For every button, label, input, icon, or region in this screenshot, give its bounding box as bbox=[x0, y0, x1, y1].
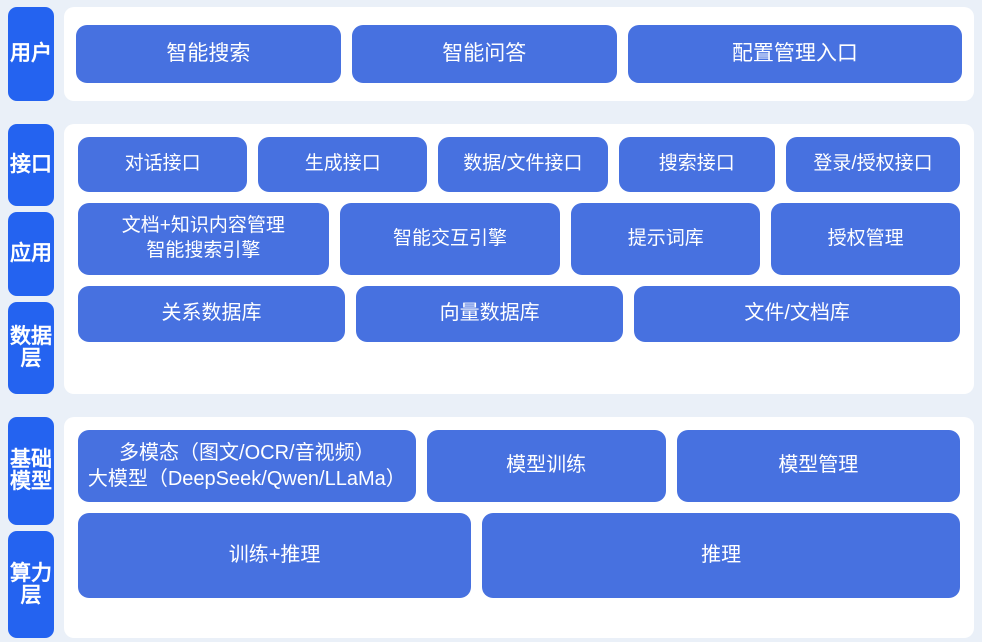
rail-label-interface: 接口 bbox=[8, 124, 54, 206]
card-prompt-library[interactable]: 提示词库 bbox=[571, 203, 761, 275]
card-dialog-api[interactable]: 对话接口 bbox=[78, 137, 248, 192]
panel-middle: 对话接口 生成接口 数据/文件接口 搜索接口 登录/授权接口 文档+知识内容管理… bbox=[64, 124, 974, 394]
card-document-knowledge-management[interactable]: 文档+知识内容管理 智能搜索引擎 bbox=[78, 203, 329, 275]
panel-user: 智能搜索 智能问答 配置管理入口 bbox=[64, 7, 974, 101]
section-base: 基础模型 算力层 多模态（图文/OCR/音视频） 大模型（DeepSeek/Qw… bbox=[8, 417, 974, 638]
card-inference[interactable]: 推理 bbox=[482, 513, 960, 598]
rail-user: 用户 bbox=[8, 7, 54, 101]
row-data-layer: 关系数据库 向量数据库 文件/文档库 bbox=[78, 286, 960, 342]
panel-base: 多模态（图文/OCR/音视频） 大模型（DeepSeek/Qwen/LLaMa）… bbox=[64, 417, 974, 638]
rail-label-compute-layer: 算力层 bbox=[8, 531, 54, 638]
row-compute: 训练+推理 推理 bbox=[78, 513, 960, 598]
card-authorization-management[interactable]: 授权管理 bbox=[771, 203, 961, 275]
card-file-document-store[interactable]: 文件/文档库 bbox=[634, 286, 960, 342]
card-config-management-entry[interactable]: 配置管理入口 bbox=[627, 25, 962, 83]
rail-label-data-layer: 数据层 bbox=[8, 302, 54, 394]
rail-base: 基础模型 算力层 bbox=[8, 417, 54, 638]
rail-label-user: 用户 bbox=[8, 7, 54, 101]
card-smart-interaction-engine[interactable]: 智能交互引擎 bbox=[339, 203, 561, 275]
row-base-model: 多模态（图文/OCR/音视频） 大模型（DeepSeek/Qwen/LLaMa）… bbox=[78, 430, 960, 502]
card-login-auth-api[interactable]: 登录/授权接口 bbox=[786, 137, 960, 192]
card-smart-qa[interactable]: 智能问答 bbox=[351, 25, 617, 83]
card-vector-database[interactable]: 向量数据库 bbox=[356, 286, 624, 342]
rail-label-base-model: 基础模型 bbox=[8, 417, 54, 525]
card-generation-api[interactable]: 生成接口 bbox=[258, 137, 428, 192]
section-user: 用户 智能搜索 智能问答 配置管理入口 bbox=[8, 7, 974, 101]
card-smart-search[interactable]: 智能搜索 bbox=[76, 25, 341, 83]
card-multimodal-large-model[interactable]: 多模态（图文/OCR/音视频） 大模型（DeepSeek/Qwen/LLaMa） bbox=[78, 430, 416, 502]
section-middle: 接口 应用 数据层 对话接口 生成接口 数据/文件接口 搜索接口 登录/授权接口… bbox=[8, 124, 974, 394]
card-model-management[interactable]: 模型管理 bbox=[676, 430, 960, 502]
row-interface: 对话接口 生成接口 数据/文件接口 搜索接口 登录/授权接口 bbox=[78, 137, 960, 192]
row-application: 文档+知识内容管理 智能搜索引擎 智能交互引擎 提示词库 授权管理 bbox=[78, 203, 961, 275]
rail-middle: 接口 应用 数据层 bbox=[8, 124, 54, 394]
card-relational-database[interactable]: 关系数据库 bbox=[78, 286, 346, 342]
card-model-training[interactable]: 模型训练 bbox=[426, 430, 666, 502]
rail-label-application: 应用 bbox=[8, 212, 54, 296]
card-training-plus-inference[interactable]: 训练+推理 bbox=[78, 513, 472, 598]
card-data-file-api[interactable]: 数据/文件接口 bbox=[438, 137, 608, 192]
row-user-entries: 智能搜索 智能问答 配置管理入口 bbox=[76, 25, 962, 83]
card-search-api[interactable]: 搜索接口 bbox=[618, 137, 776, 192]
